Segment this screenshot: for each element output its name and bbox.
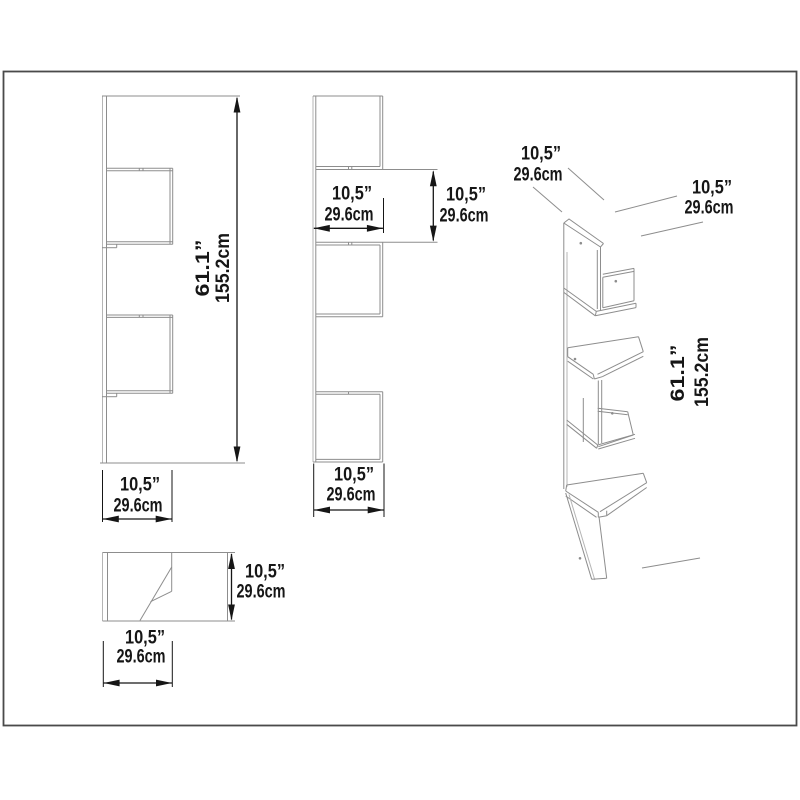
top-depth-in-label: 10,5”	[245, 562, 285, 583]
front-width-cm-label: 29.6cm	[114, 496, 163, 517]
front-height-in-label: 61.1”	[193, 240, 214, 297]
side-width-in-label: 10,5”	[334, 465, 374, 486]
perspective-view-outline	[532, 167, 704, 581]
top-width-cm-label: 29.6cm	[117, 647, 166, 668]
front-height-cm-label: 155.2cm	[213, 233, 234, 303]
side-width-cm-label: 29.6cm	[327, 485, 376, 506]
top-view-dimensions: 10,5” 29.6cm 10,5” 29.6cm	[102, 553, 286, 687]
side-opening-width-in-label: 10,5”	[332, 184, 372, 205]
perspective-height-in-label: 61.1”	[668, 345, 689, 402]
front-view-outline	[100, 95, 245, 464]
side-opening-width-cm-label: 29.6cm	[325, 205, 374, 226]
perspective-width-in-label: 10,5”	[521, 144, 561, 165]
perspective-depth-in-label: 10,5”	[692, 178, 732, 199]
side-opening-height-cm-label: 29.6cm	[440, 206, 489, 227]
perspective-view-labels: 10,5” 29.6cm 10,5” 29.6cm 61.1” 155.2cm	[514, 144, 734, 408]
perspective-width-cm-label: 29.6cm	[514, 165, 563, 186]
top-depth-cm-label: 29.6cm	[237, 582, 286, 603]
top-view-outline	[102, 552, 235, 622]
perspective-depth-cm-label: 29.6cm	[685, 198, 734, 219]
top-width-in-label: 10,5”	[125, 628, 165, 649]
front-width-in-label: 10,5”	[120, 475, 160, 496]
front-view-dimensions: 61.1” 155.2cm 10,5” 29.6cm	[102, 96, 241, 523]
perspective-height-cm-label: 155.2cm	[692, 337, 713, 407]
side-view-dimensions: 10,5” 29.6cm 10,5” 29.6cm 10,5” 29.6cm	[313, 170, 489, 517]
side-opening-height-in-label: 10,5”	[446, 185, 486, 206]
side-view-outline	[312, 95, 438, 463]
drawing-border	[2, 70, 798, 727]
